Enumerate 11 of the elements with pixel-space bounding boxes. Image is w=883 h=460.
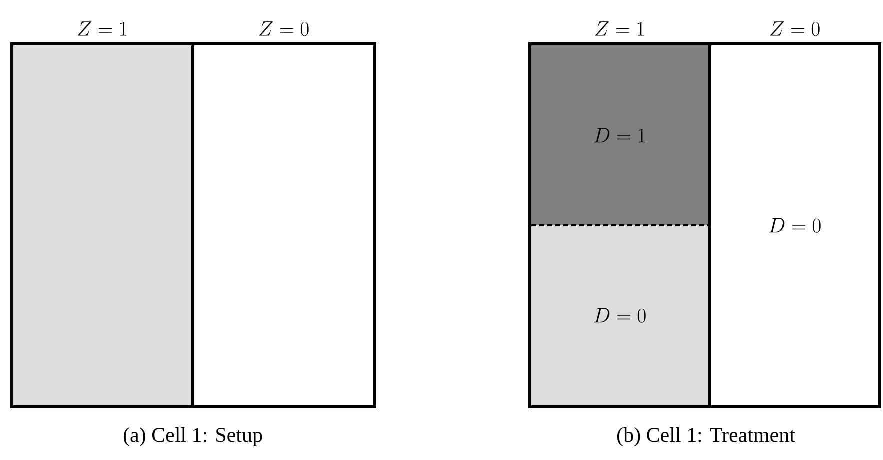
node-label: $Z = 1$ — [596, 22, 644, 36]
node-label: $Z = 0$ — [260, 22, 309, 36]
column-box: $Z = 0$ $D = 0$ — [708, 22, 882, 408]
column-box: $Z = 1$ — [10, 22, 194, 408]
region: $D = 0$ — [532, 226, 708, 406]
region: $D = 1$ — [532, 46, 708, 226]
caption: (b) Cell 1: Treatment — [618, 427, 796, 446]
column-box: $Z = 0$ — [192, 22, 376, 408]
node-label: $Z = 0$ — [770, 22, 820, 36]
caption: (a) Cell 1: Setup — [124, 427, 262, 446]
node-label: $Z = 1$ — [78, 22, 127, 36]
